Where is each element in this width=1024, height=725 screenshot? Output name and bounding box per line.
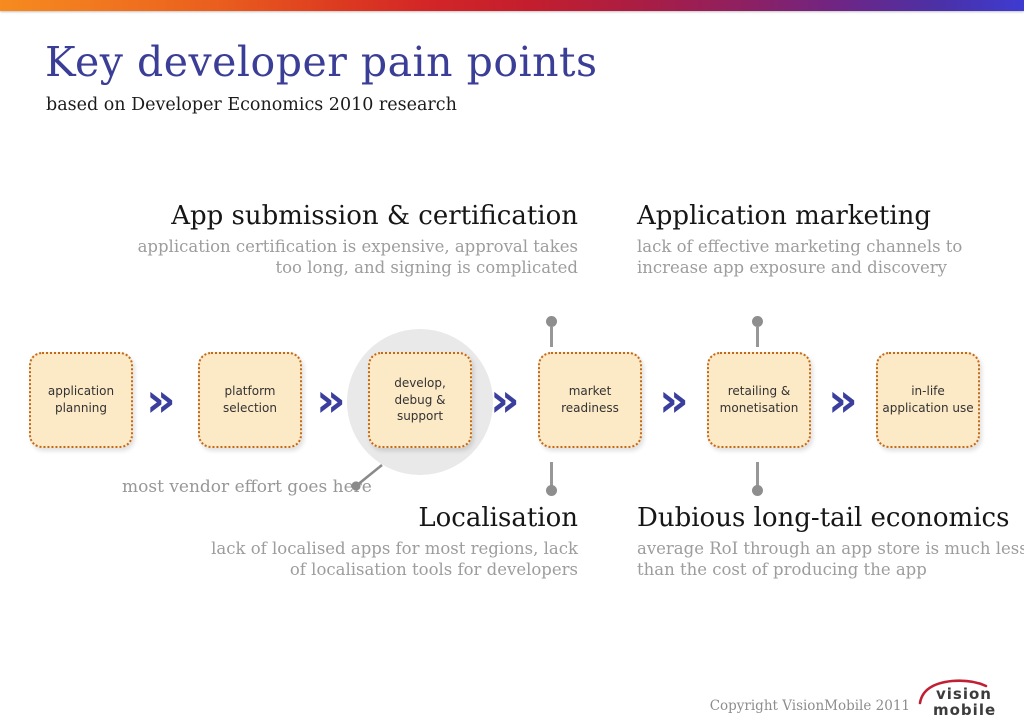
chevron-right-icon: » — [490, 373, 520, 427]
page-title: Key developer pain points — [45, 38, 598, 86]
stage-box-platform-selection: platform selection — [198, 352, 302, 448]
pain-point-title: Application marketing — [637, 201, 932, 231]
pain-point-description: lack of effective marketing channels to … — [637, 236, 963, 278]
pain-point-title: App submission & certification — [171, 201, 578, 231]
stage-label: application planning — [47, 384, 115, 415]
connector-line-top-market-readiness — [550, 327, 553, 347]
vendor-effort-label: most vendor effort goes here — [122, 477, 372, 497]
vendor-effort-pin-icon — [351, 463, 383, 491]
top-gradient-bar — [0, 0, 1024, 11]
stage-label: market readiness — [561, 384, 619, 415]
stage-box-in-life-application-use: in-life application use — [876, 352, 980, 448]
stage-label: develop, debug & support — [394, 375, 446, 424]
stage-box-retailing-monetisation: retailing & monetisation — [707, 352, 811, 448]
logo-word-mobile: mobile — [933, 701, 996, 719]
pain-point-description: lack of localised apps for most regions,… — [211, 538, 578, 580]
stage-label: in-life application use — [882, 384, 974, 415]
connector-line-bottom-retailing — [756, 462, 759, 486]
pain-point-long-tail-economics: Dubious long-tail economics average RoI … — [637, 503, 1024, 581]
connector-line-bottom-market-readiness — [550, 462, 553, 486]
connector-dot-top-retailing — [752, 316, 763, 327]
copyright-text: Copyright VisionMobile 2011 — [709, 698, 910, 714]
pain-point-app-submission: App submission & certification applicati… — [116, 201, 578, 279]
pain-point-title: Localisation — [418, 503, 578, 533]
pain-point-application-marketing: Application marketing lack of effective … — [637, 201, 1015, 279]
stage-label: platform selection — [223, 384, 277, 415]
pain-point-localisation: Localisation lack of localised apps for … — [208, 503, 578, 581]
chevron-right-icon: » — [146, 373, 176, 427]
chevron-right-icon: » — [828, 373, 858, 427]
stage-box-market-readiness: market readiness — [538, 352, 642, 448]
pain-point-description: application certification is expensive, … — [137, 236, 578, 278]
stage-box-application-planning: application planning — [29, 352, 133, 448]
stage-label: retailing & monetisation — [719, 384, 799, 415]
stage-box-develop-debug-support: develop, debug & support — [368, 352, 472, 448]
connector-line-top-retailing — [756, 327, 759, 347]
connector-dot-bottom-market-readiness — [546, 485, 557, 496]
logo-word-vision: vision — [936, 685, 992, 703]
pain-point-title: Dubious long-tail economics — [637, 503, 1010, 533]
visionmobile-logo: vision mobile — [918, 679, 996, 719]
chevron-right-icon: » — [659, 373, 689, 427]
connector-dot-bottom-retailing — [752, 485, 763, 496]
connector-dot-top-market-readiness — [546, 316, 557, 327]
pain-point-description: average RoI through an app store is much… — [637, 538, 1024, 580]
page-subtitle: based on Developer Economics 2010 resear… — [46, 95, 457, 115]
chevron-right-icon: » — [316, 373, 346, 427]
